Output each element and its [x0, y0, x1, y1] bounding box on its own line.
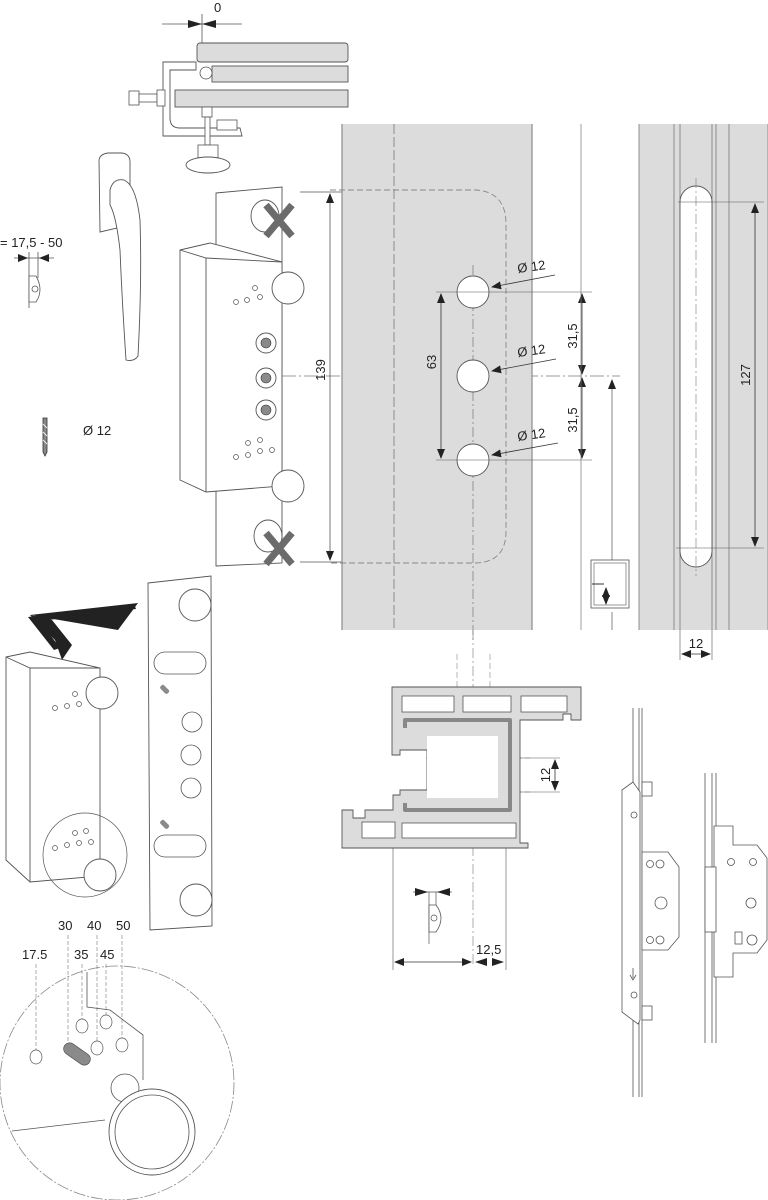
drill-diameter-label: Ø 12	[83, 423, 111, 438]
clamp-view: 0	[128, 0, 349, 174]
hole-spacing-total: 63	[424, 355, 439, 369]
hole-spacing-lower: 31,5	[565, 407, 580, 432]
profile-section: 12 12,5	[341, 630, 582, 970]
cross-mark-icon	[263, 202, 295, 239]
backset-label-30: 30	[58, 918, 72, 933]
hole-diameter-label: Ø 12	[516, 257, 546, 276]
slot-view: 127 12	[638, 124, 768, 660]
backset-label-40: 40	[87, 918, 101, 933]
drill-bit-icon: Ø 12	[42, 417, 111, 457]
backset-label-45: 45	[100, 947, 114, 962]
drill-hole	[456, 359, 490, 393]
window-handle	[98, 152, 142, 361]
profile-offset-label: 12,5	[476, 942, 501, 957]
locating-pin	[63, 1042, 91, 1066]
profile-depth-label: 12	[538, 768, 553, 782]
backset-label-17-5: 17.5	[22, 947, 47, 962]
cross-mark-icon	[263, 530, 295, 567]
lock-mechanisms	[621, 708, 768, 1097]
backset-range-label: = 17,5 - 50	[0, 235, 63, 250]
drilling-jig: 139	[179, 186, 620, 567]
hole-spacing-upper: 31,5	[565, 323, 580, 348]
hole-diameter-label: Ø 12	[516, 341, 546, 360]
jig-assembly	[5, 575, 213, 931]
slot-width-label: 12	[689, 636, 703, 651]
backset-indicator: = 17,5 - 50	[0, 235, 63, 308]
clamp-offset-label: 0	[214, 0, 221, 15]
backset-label-50: 50	[116, 918, 130, 933]
backset-label-35: 35	[74, 947, 88, 962]
hole-diameter-label: Ø 12	[516, 425, 546, 444]
backset-scale-detail: 30 40 50 17.5 35 45	[0, 918, 235, 1200]
drilling-pattern-view: Ø 12 Ø 12 Ø 12 63 31,5 31,5	[330, 124, 630, 640]
jig-height-label: 139	[313, 359, 328, 381]
slot-length-label: 127	[738, 364, 753, 386]
